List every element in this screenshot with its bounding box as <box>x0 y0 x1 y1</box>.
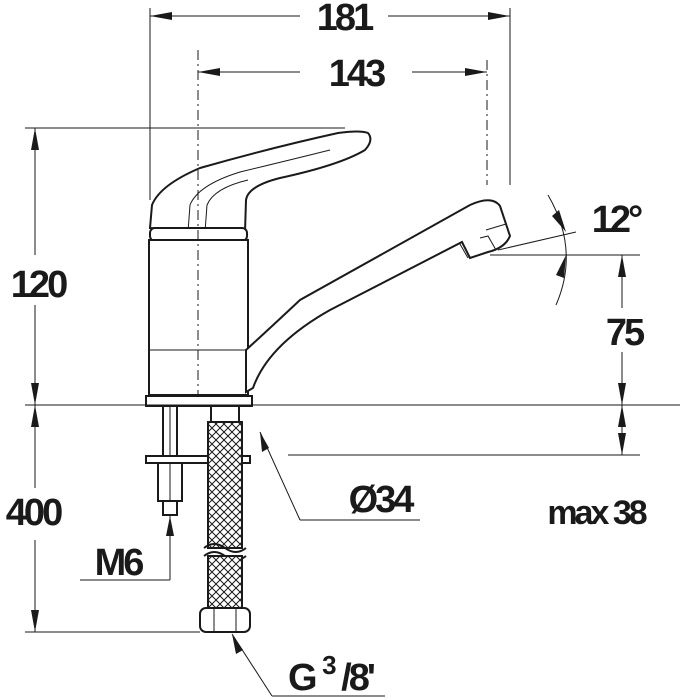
stud-thread-label: M6 <box>95 542 144 584</box>
connection-suffix: /8' <box>341 657 375 699</box>
spout-height-label: 75 <box>606 312 645 354</box>
connection-thread-label: G 3 /8' <box>288 641 375 699</box>
max-thickness-label: max 38 <box>547 494 646 532</box>
braided-hose-lower <box>207 555 243 609</box>
overall-width-label: 181 <box>317 0 374 39</box>
connection-prefix: G <box>288 657 316 699</box>
spout-angle-label: 12° <box>592 199 642 241</box>
spout-reach-label: 143 <box>329 53 385 95</box>
spout <box>245 199 512 394</box>
washer <box>145 455 251 464</box>
faucet-outline <box>145 130 512 407</box>
lever-handle <box>148 130 372 234</box>
hole-diameter-label: Ø34 <box>349 479 415 521</box>
mounting-parts <box>145 405 251 633</box>
connection-superscript: 3 <box>322 650 336 680</box>
braided-hose-upper <box>207 421 243 549</box>
hose-length-label: 400 <box>6 492 62 534</box>
height-label: 120 <box>11 264 67 306</box>
dimension-lines <box>25 8 680 697</box>
connection-nut <box>199 607 251 633</box>
base-plate <box>145 395 253 407</box>
